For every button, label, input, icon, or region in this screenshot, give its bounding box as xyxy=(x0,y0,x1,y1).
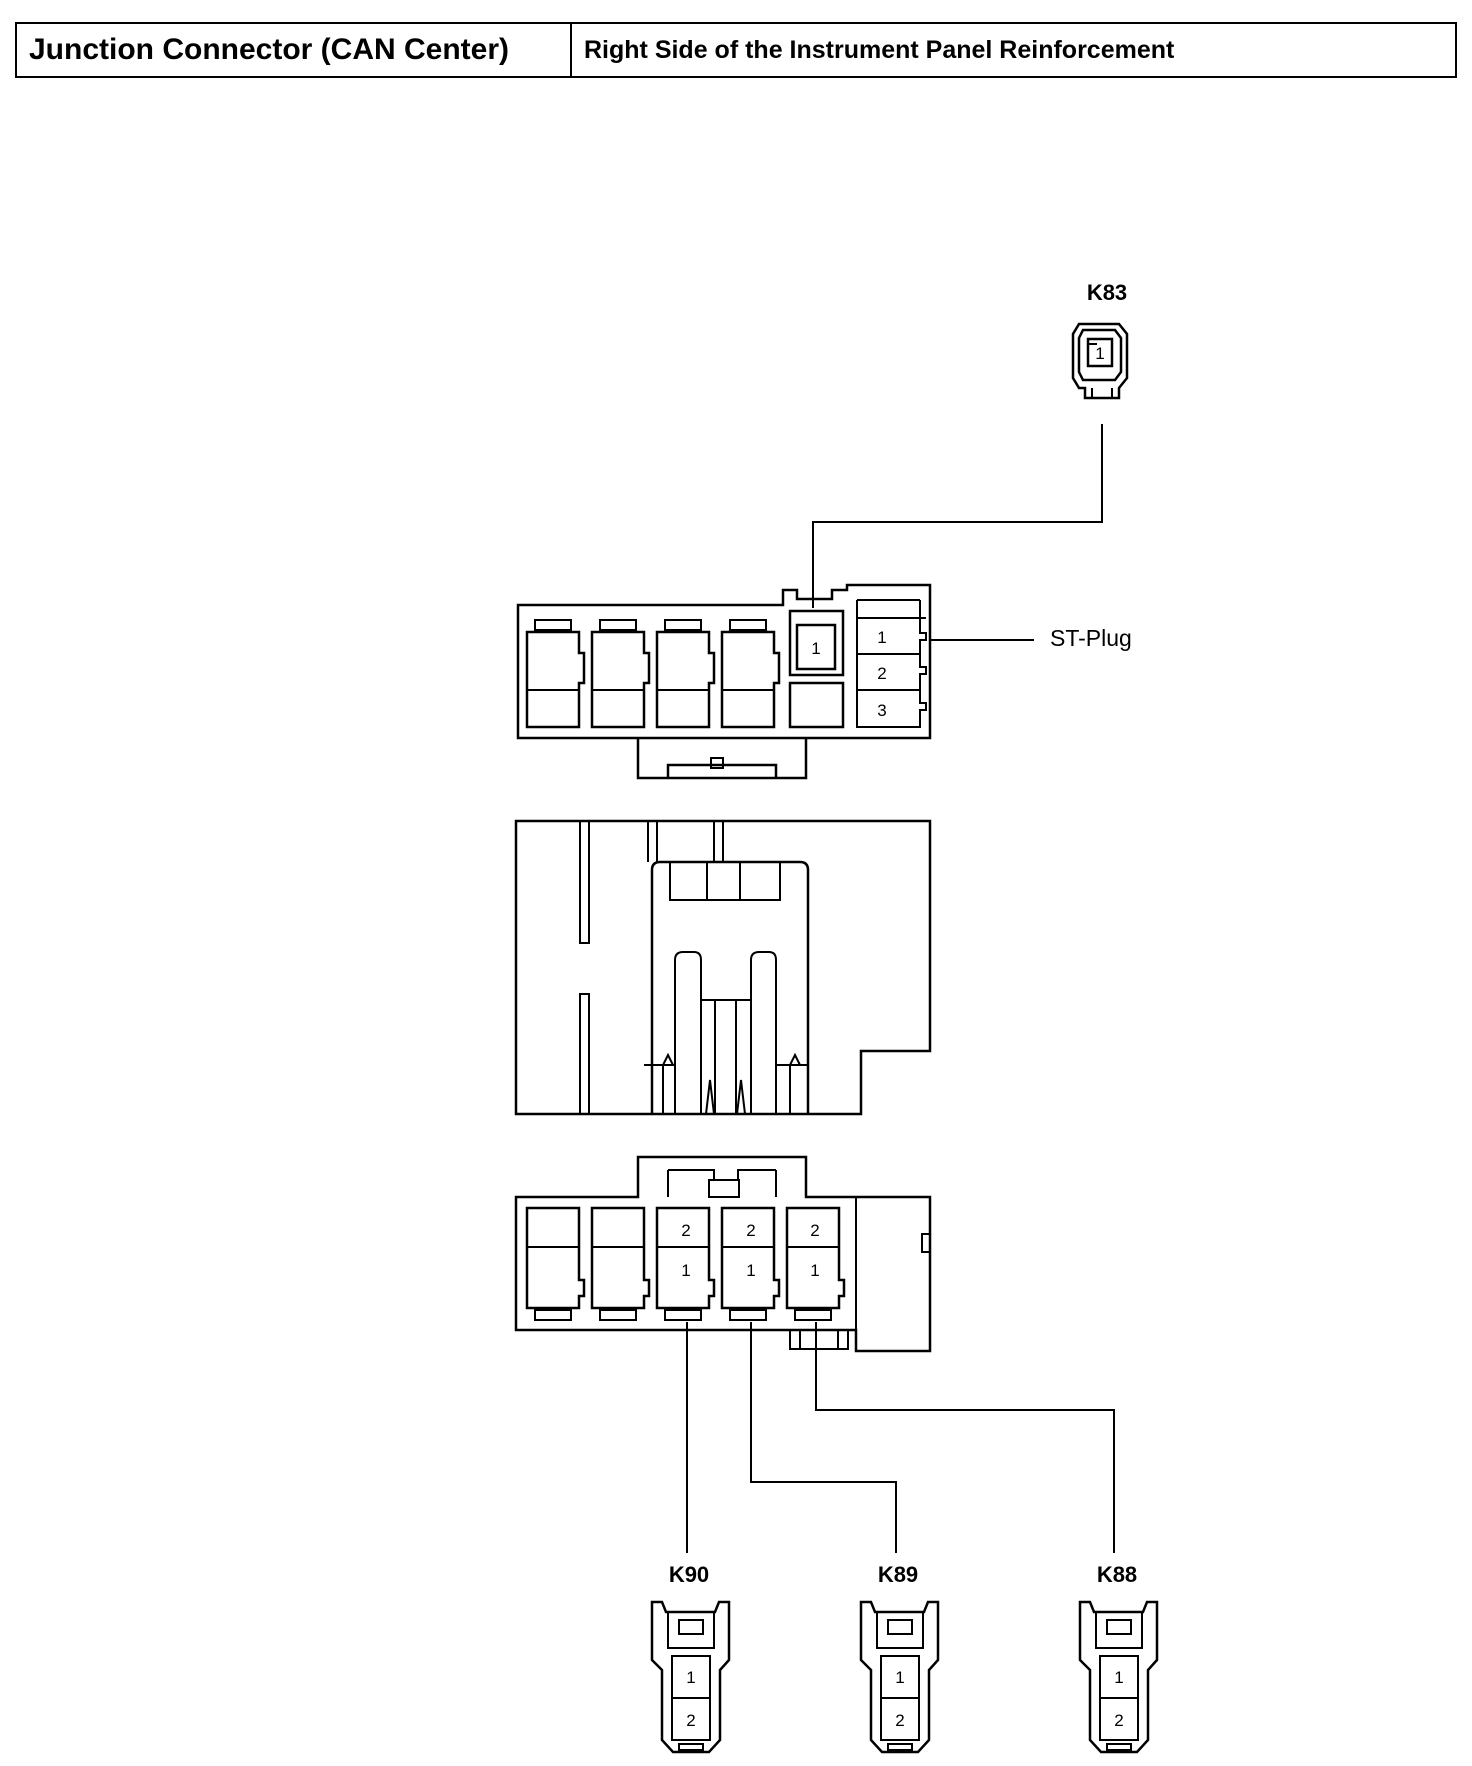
k83-label: K83 xyxy=(1087,280,1127,305)
wire-k89 xyxy=(750,1322,897,1553)
st-plug-pin-2: 2 xyxy=(877,664,886,683)
k88-connector xyxy=(1078,1600,1159,1754)
k90-pin-1: 1 xyxy=(686,1668,695,1687)
k90-label: K90 xyxy=(669,1562,709,1587)
k89-pin-2: 2 xyxy=(895,1711,904,1730)
k83-pin-1: 1 xyxy=(1095,344,1104,363)
k89-label: K89 xyxy=(878,1562,918,1587)
k88-pin-1: 1 xyxy=(1114,1668,1123,1687)
bottom-pin-1-a: 1 xyxy=(681,1261,690,1280)
k89-pin-1: 1 xyxy=(895,1668,904,1687)
k89-connector xyxy=(859,1600,940,1754)
k88-label: K88 xyxy=(1097,1562,1137,1587)
bottom-pin-2-a: 2 xyxy=(681,1221,690,1240)
k90-connector xyxy=(650,1600,731,1754)
bottom-junction-connector xyxy=(514,1155,932,1353)
k88-pin-2: 2 xyxy=(1114,1711,1123,1730)
top-junction-connector xyxy=(516,583,932,780)
st-plug-label: ST-Plug xyxy=(1050,625,1132,651)
bottom-pin-1-b: 1 xyxy=(746,1261,755,1280)
top-connector-pin-1: 1 xyxy=(811,639,820,658)
bottom-pin-2-c: 2 xyxy=(810,1221,819,1240)
wire-k83 xyxy=(812,424,1103,608)
bottom-pin-2-b: 2 xyxy=(746,1221,755,1240)
st-plug-pin-3: 3 xyxy=(877,701,886,720)
connector-location: Right Side of the Instrument Panel Reinf… xyxy=(584,35,1175,64)
st-plug-pin-1: 1 xyxy=(877,628,886,647)
header-table: Junction Connector (CAN Center) Right Si… xyxy=(15,22,1457,78)
connector-top-view xyxy=(514,819,932,1116)
bottom-pin-1-c: 1 xyxy=(810,1261,819,1280)
wire-k88 xyxy=(815,1322,1115,1553)
k83-connector xyxy=(1071,322,1129,400)
connector-title: Junction Connector (CAN Center) xyxy=(17,24,572,76)
k90-pin-2: 2 xyxy=(686,1711,695,1730)
